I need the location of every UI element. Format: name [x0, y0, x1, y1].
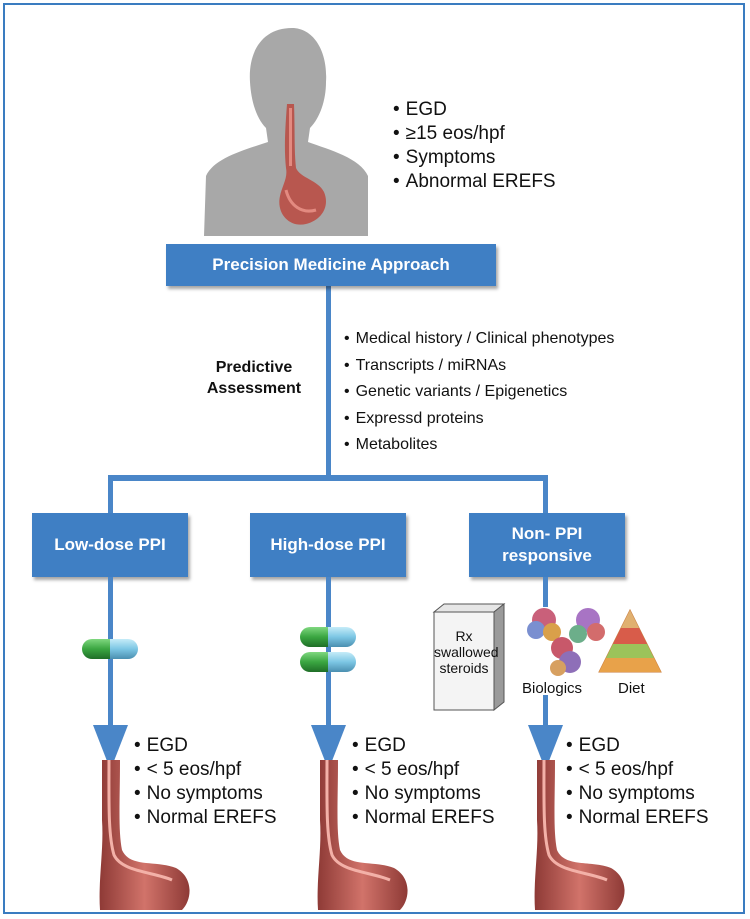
outcome-item: < 5 eos/hpf	[134, 758, 277, 782]
outcome-item: No symptoms	[134, 782, 277, 806]
biologics-caption: Biologics	[522, 680, 583, 697]
non-ppi-label-line2: responsive	[502, 546, 592, 565]
header-criteria-item: Symptoms	[393, 146, 556, 170]
double-pill-icon	[300, 627, 356, 672]
header-criteria-item: Abnormal EREFS	[393, 170, 556, 194]
outcome-item: No symptoms	[566, 782, 709, 806]
assessment-item: Genetic variants / Epigenetics	[344, 379, 614, 406]
assessment-item: Transcripts / miRNAs	[344, 353, 614, 380]
diet-caption: Diet	[618, 680, 645, 697]
predictive-assessment-label: Predictive Assessment	[192, 357, 316, 399]
rx-box-icon	[432, 602, 506, 712]
assessment-list: Medical history / Clinical phenotypes Tr…	[344, 326, 615, 459]
esophagus-stomach-icon	[534, 759, 625, 910]
esophagus-stomach-icon	[317, 759, 408, 910]
assessment-item: Expressd proteins	[344, 406, 614, 433]
outcome-list-high-dose: EGD < 5 eos/hpf No symptoms Normal EREFS	[352, 734, 495, 830]
non-ppi-responsive-box: Non- PPI responsive	[469, 513, 625, 577]
connector-left-drop	[108, 475, 113, 515]
outcome-item: < 5 eos/hpf	[352, 758, 495, 782]
single-pill-icon	[82, 639, 138, 659]
predictive-label-line: Assessment	[206, 380, 302, 397]
rx-box-label: Rx swallowed steroids	[434, 628, 499, 676]
predictive-label-line: Predictive	[215, 359, 293, 376]
header-criteria-item: EGD	[393, 98, 556, 122]
connector-right-drop	[543, 475, 548, 515]
connector-horizontal	[108, 475, 548, 481]
antibody-icon	[527, 608, 605, 676]
low-dose-ppi-box: Low-dose PPI	[32, 513, 188, 577]
outcome-item: No symptoms	[352, 782, 495, 806]
rx-label-line: Rx	[455, 628, 473, 644]
rx-label-line: steroids	[439, 660, 489, 676]
non-ppi-label-line1: Non- PPI	[511, 524, 583, 543]
assessment-item: Medical history / Clinical phenotypes	[344, 326, 615, 353]
diagram-frame	[3, 3, 745, 914]
high-dose-ppi-label: High-dose PPI	[270, 535, 386, 554]
food-pyramid-icon	[598, 608, 662, 673]
header-criteria-item: ≥15 eos/hpf	[393, 122, 556, 146]
outcome-item: EGD	[566, 734, 709, 758]
connector-trunk	[326, 285, 331, 478]
header-criteria-list: EGD ≥15 eos/hpf Symptoms Abnormal EREFS	[393, 98, 556, 194]
outcome-list-non-ppi: EGD < 5 eos/hpf No symptoms Normal EREFS	[566, 734, 709, 830]
precision-medicine-label: Precision Medicine Approach	[212, 255, 450, 274]
outcome-item: EGD	[352, 734, 495, 758]
outcome-item: Normal EREFS	[352, 806, 495, 830]
outcome-item: EGD	[134, 734, 277, 758]
high-dose-ppi-box: High-dose PPI	[250, 513, 406, 577]
outcome-item: Normal EREFS	[134, 806, 277, 830]
esophagus-stomach-icon	[99, 759, 190, 910]
assessment-item: Metabolites	[344, 432, 614, 459]
low-dose-ppi-label: Low-dose PPI	[54, 535, 166, 554]
outcome-item: < 5 eos/hpf	[566, 758, 709, 782]
precision-medicine-box: Precision Medicine Approach	[166, 244, 496, 286]
rx-label-line: swallowed	[434, 644, 499, 660]
outcome-item: Normal EREFS	[566, 806, 709, 830]
outcome-list-low-dose: EGD < 5 eos/hpf No symptoms Normal EREFS	[134, 734, 277, 830]
